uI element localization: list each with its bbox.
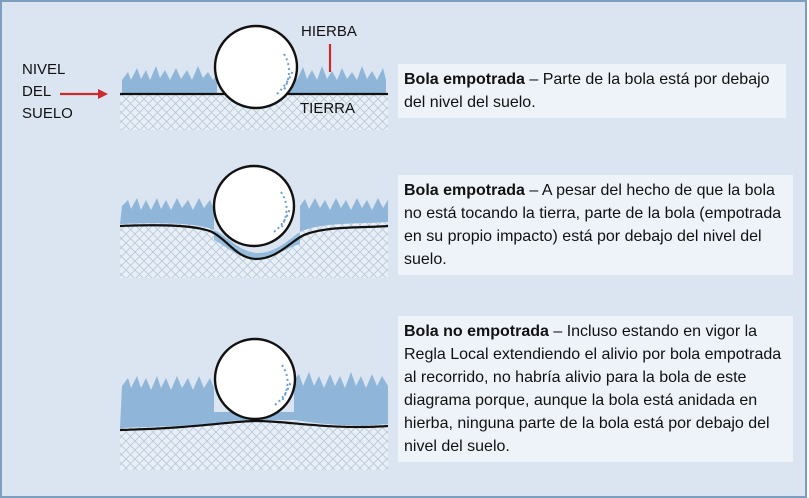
row2-ground-line (119, 224, 389, 261)
row1-term: Bola empotrada (404, 71, 525, 88)
row3-term: Bola no empotrada (404, 323, 549, 340)
row3-grass (120, 376, 214, 428)
row2-term: Bola empotrada (404, 182, 525, 199)
row3-ground-line (119, 419, 389, 432)
row2-text: A pesar del hecho de que la bola no está… (404, 182, 782, 268)
description-row2: Bola empotrada – A pesar del hecho de qu… (398, 175, 793, 275)
hierba-label: HIERBA (301, 23, 357, 40)
row2-illustration (119, 164, 389, 278)
row2-golf-ball (212, 164, 296, 248)
suelo-label: SUELO (22, 105, 73, 122)
row1-text: Parte de la bola está por debajo del niv… (404, 71, 770, 111)
tierra-label: TIERRA (300, 100, 356, 117)
description-row1: Bola empotrada – Parte de la bola está p… (398, 64, 786, 118)
row1-golf-ball (213, 24, 299, 110)
row3-illustration (119, 337, 389, 470)
row3-soil (120, 420, 388, 470)
row2-grass (120, 198, 214, 230)
row3-text: Incluso estando en vigor la Regla Local … (404, 323, 782, 455)
nivel-label: NIVEL (22, 61, 66, 78)
description-row3: Bola no empotrada – Incluso estando en v… (398, 316, 793, 462)
row1-grass (122, 66, 217, 94)
row3-golf-ball (213, 337, 297, 421)
row1-illustration (60, 24, 388, 130)
del-label: DEL (22, 83, 52, 100)
row2-soil (120, 222, 388, 278)
